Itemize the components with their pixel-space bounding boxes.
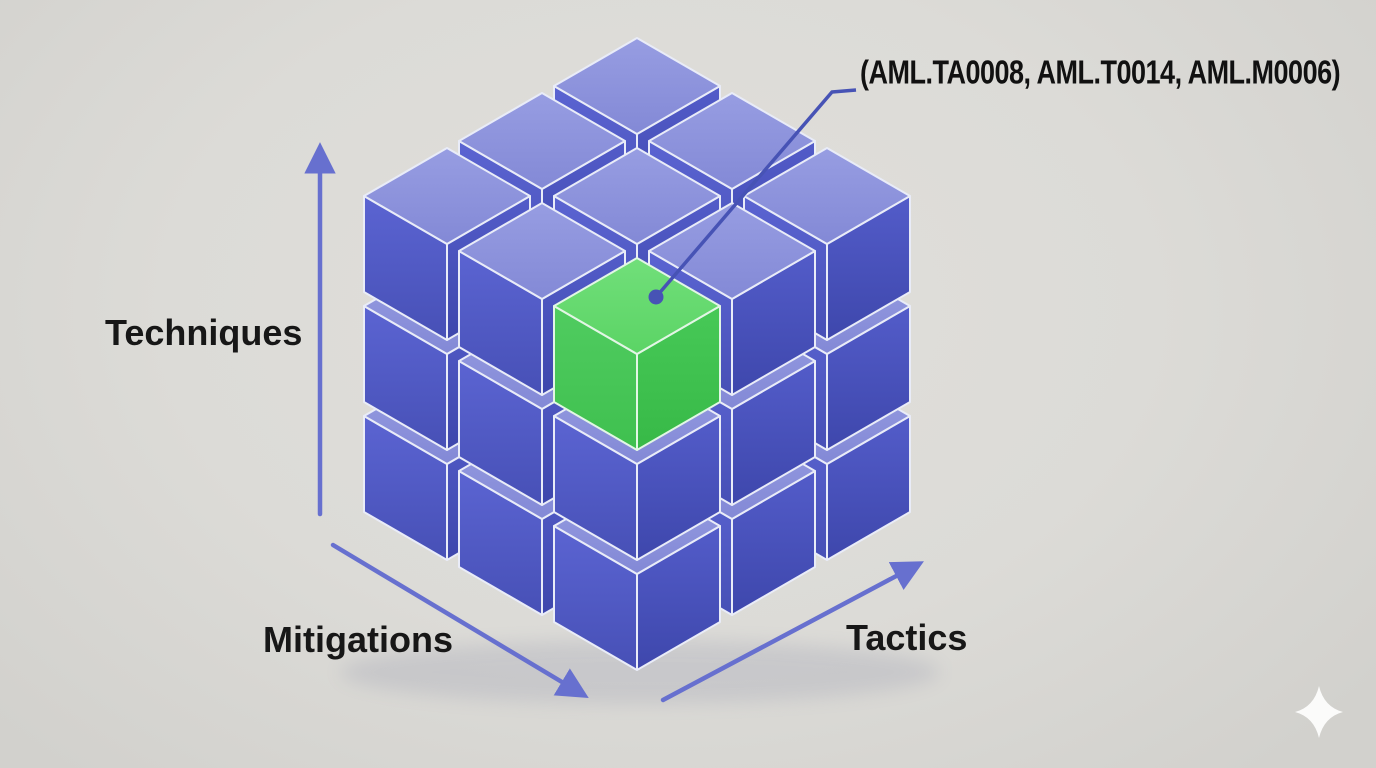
cube-grid: [363, 37, 911, 671]
cube-top-face: [553, 257, 721, 355]
cube-top-face: [743, 147, 911, 245]
cube-top-face: [458, 202, 626, 300]
cube-top-face: [648, 92, 816, 190]
tactics-axis-label: Tactics: [846, 617, 968, 658]
cube-top-face: [553, 37, 721, 135]
annotation-leader: [648, 88, 857, 305]
cell-annotation-label: (AML.TA0008, AML.T0014, AML.M0006): [860, 53, 1341, 91]
cube-top-face: [458, 92, 626, 190]
leader-dot: [648, 289, 664, 305]
cube-top-face: [648, 202, 816, 300]
sparkle-icon: [1295, 686, 1343, 738]
cube-top-face: [553, 147, 721, 245]
techniques-axis-label: Techniques: [105, 312, 303, 353]
mitigations-axis-arrow: [330, 542, 589, 699]
leader-line: [654, 88, 857, 299]
floor-shadow: [340, 640, 940, 704]
axis-arrows: [304, 142, 924, 703]
tactics-axis-arrow: [660, 561, 924, 703]
highlighted-cube: [553, 257, 721, 451]
cube-top-face: [363, 147, 531, 245]
mitigations-axis-label: Mitigations: [263, 619, 453, 660]
